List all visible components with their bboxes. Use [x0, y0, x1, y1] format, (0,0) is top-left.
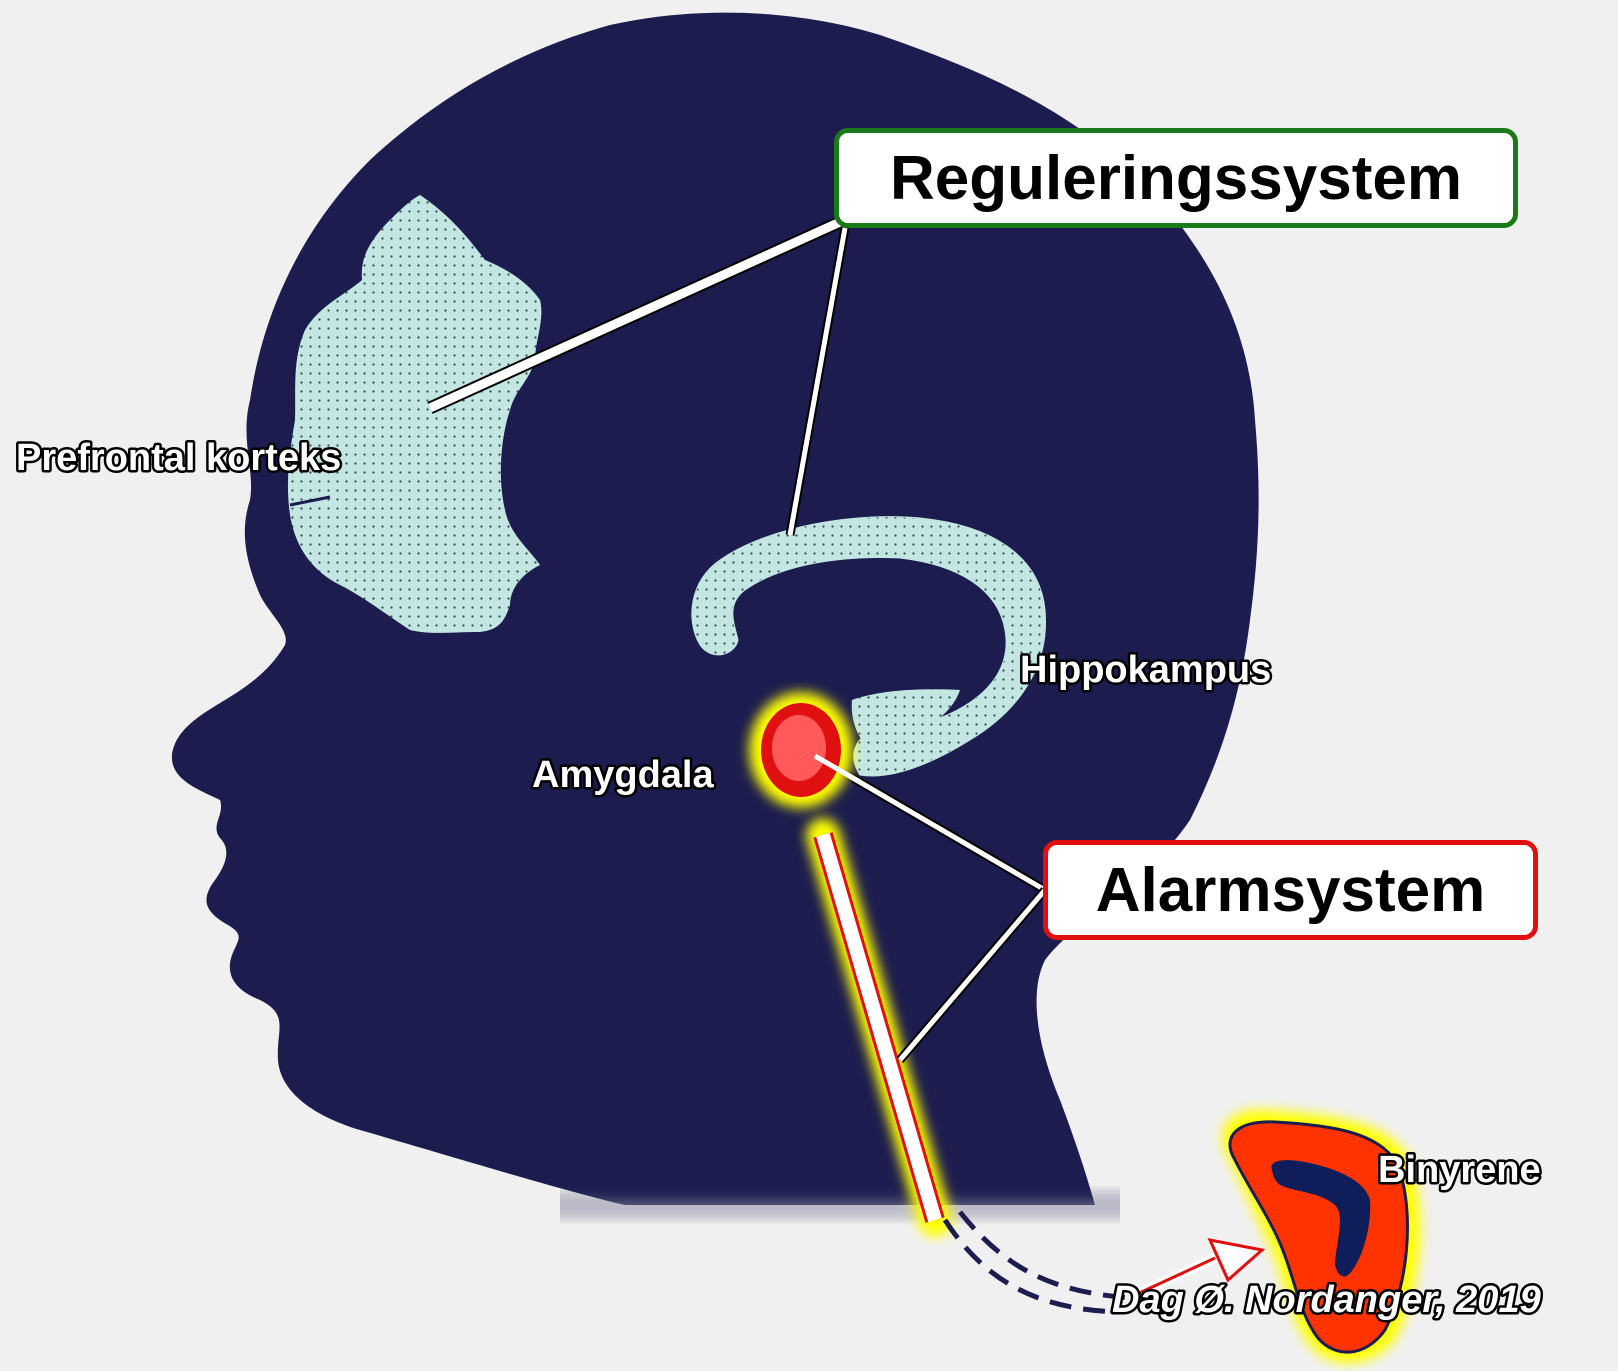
- label-amygdala: Amygdala: [532, 754, 714, 796]
- label-hippocampus: Hippokampus: [1020, 649, 1271, 691]
- amygdala-inner: [772, 715, 826, 781]
- neck-fade: [560, 1185, 1120, 1225]
- label-prefrontal-cortex: Prefrontal korteks: [16, 437, 341, 479]
- credit-text: Dag Ø. Nordanger, 2019: [1112, 1279, 1541, 1321]
- regulation-system-box: Reguleringssystem: [834, 128, 1518, 228]
- nerve-pathway-dashed: [945, 1220, 1120, 1312]
- arrow-head: [1210, 1240, 1262, 1280]
- alarm-system-label: Alarmsystem: [1096, 855, 1485, 926]
- regulation-system-label: Reguleringssystem: [890, 143, 1462, 214]
- label-adrenal-glands: Binyrene: [1378, 1149, 1541, 1191]
- alarm-system-box: Alarmsystem: [1043, 840, 1538, 940]
